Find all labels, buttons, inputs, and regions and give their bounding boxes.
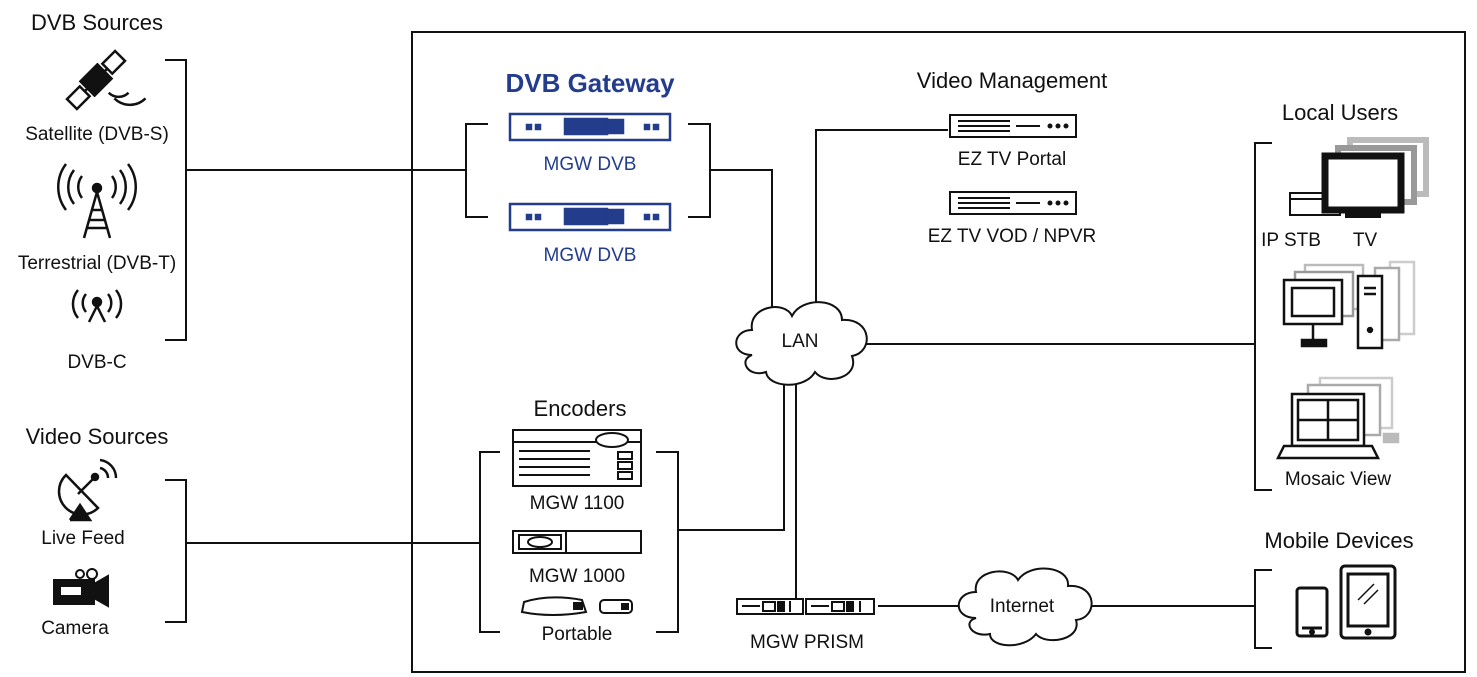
portable-label: Portable <box>541 624 613 645</box>
encoders-heading: Encoders <box>533 396 627 421</box>
cable-antenna-icon <box>71 289 123 323</box>
mgw-dvb-device-2-icon <box>508 202 672 232</box>
desktop-pc-icon <box>1282 260 1416 350</box>
satellite-label: Satellite (DVB-S) <box>25 124 169 145</box>
ez-tv-vod-label: EZ TV VOD / NPVR <box>927 226 1097 247</box>
live-feed-dish-icon <box>57 458 118 522</box>
mgw-1100-label: MGW 1100 <box>529 493 625 514</box>
dvb-gateway-heading: DVB Gateway <box>505 68 675 98</box>
video-management-heading: Video Management <box>916 68 1108 93</box>
tv-label: TV <box>1352 230 1378 251</box>
lan-cloud-icon <box>735 301 868 386</box>
smartphone-icon <box>1295 586 1329 638</box>
internet-label: Internet <box>989 596 1055 617</box>
mgw-1000-label: MGW 1000 <box>528 566 626 587</box>
tv-icon <box>1321 137 1429 218</box>
mgw-1100-encoder-icon <box>512 429 642 487</box>
video-sources-heading: Video Sources <box>25 424 169 449</box>
mobile-devices-heading: Mobile Devices <box>1264 528 1414 553</box>
connection-lines <box>165 59 1272 649</box>
terrestrial-tower-icon <box>57 163 137 239</box>
ez-tv-portal-server-icon <box>949 114 1077 138</box>
main-frame <box>411 31 1466 673</box>
mosaic-view-label: Mosaic View <box>1284 469 1392 490</box>
ip-stb-label: IP STB <box>1261 230 1321 251</box>
internet-cloud-icon <box>957 567 1093 647</box>
satellite-icon <box>65 49 147 111</box>
camera-icon <box>53 568 109 608</box>
mgw-dvb-device-1-icon <box>508 112 672 142</box>
camera-label: Camera <box>41 618 109 639</box>
dvb-sources-heading: DVB Sources <box>30 10 164 35</box>
mgw-prism-device-icon <box>736 598 875 615</box>
ez-tv-vod-server-icon <box>949 191 1077 215</box>
mgw-prism-label: MGW PRISM <box>750 632 864 653</box>
mgw-1000-encoder-icon <box>512 530 642 554</box>
local-users-heading: Local Users <box>1281 100 1399 125</box>
mgw-dvb-label-1: MGW DVB <box>543 154 637 175</box>
mosaic-view-laptop-icon <box>1275 376 1400 460</box>
portable-encoder-icon <box>520 596 633 616</box>
ez-tv-portal-label: EZ TV Portal <box>957 149 1067 170</box>
lan-label: LAN <box>781 331 819 352</box>
tablet-icon <box>1339 564 1397 640</box>
terrestrial-label: Terrestrial (DVB-T) <box>17 253 177 274</box>
dvb-c-label: DVB-C <box>67 352 127 373</box>
live-feed-label: Live Feed <box>41 528 125 549</box>
mgw-dvb-label-2: MGW DVB <box>543 245 637 266</box>
